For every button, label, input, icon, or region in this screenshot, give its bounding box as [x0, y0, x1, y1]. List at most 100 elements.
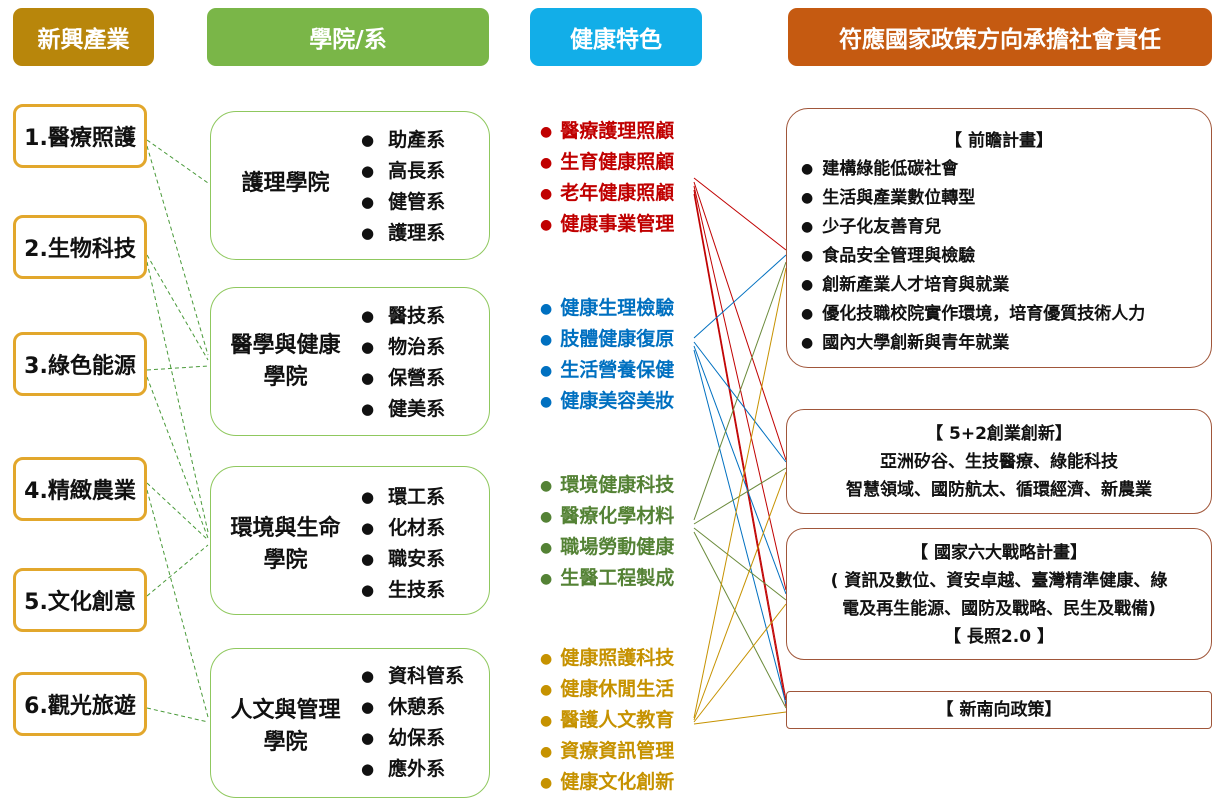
feature-item: 肢體健康復原: [540, 324, 674, 355]
feature-policy-link: [693, 189, 787, 701]
college-name: 環境與生命 學院: [223, 513, 348, 577]
policy-box-forward: 【 前瞻計畫】 建構綠能低碳社會 生活與產業數位轉型 少子化友善育兒 食品安全管…: [786, 108, 1212, 368]
policy-line: ( 資訊及數位、資安卓越、臺灣精準健康、綠: [830, 571, 1168, 591]
dept-item: 應外系: [361, 754, 464, 785]
dept-item: 生技系: [361, 575, 445, 606]
policy-title: 【 5+2創業創新】: [926, 424, 1072, 444]
industry-college-link: [146, 365, 209, 371]
dept-item: 環工系: [361, 482, 445, 513]
feature-item: 資療資訊管理: [540, 736, 674, 767]
industry-box-2: 2.生物科技: [13, 215, 147, 279]
industry-college-link: [146, 482, 209, 541]
feature-item: 醫療護理照顧: [540, 116, 674, 147]
policy-item: 優化技職校院實作環境，培育優質技術人力: [801, 300, 1211, 329]
industry-college-link: [146, 544, 209, 597]
policy-item: 創新產業人才培育與就業: [801, 271, 1211, 300]
dept-item: 健管系: [361, 187, 445, 218]
feature-group-blue: 健康生理檢驗 肢體健康復原 生活營養保健 健康美容美妝: [540, 293, 674, 417]
feature-policy-link: [693, 181, 787, 461]
feature-policy-link: [693, 185, 787, 591]
dept-list: 資科管系 休憩系 幼保系 應外系: [361, 661, 464, 785]
dept-list: 環工系 化材系 職安系 生技系: [361, 482, 445, 606]
dept-item: 保營系: [361, 363, 445, 394]
feature-item: 健康休閒生活: [540, 674, 674, 705]
policy-item: 生活與產業數位轉型: [801, 184, 1211, 213]
feature-group-red: 醫療護理照顧 生育健康照顧 老年健康照顧 健康事業管理: [540, 116, 674, 240]
feature-policy-link: [693, 341, 787, 463]
feature-group-gold: 健康照護科技 健康休閒生活 醫護人文教育 資療資訊管理 健康文化創新: [540, 643, 674, 798]
dept-item: 物治系: [361, 332, 445, 363]
feature-policy-link: [693, 193, 787, 707]
feature-item: 醫療化學材料: [540, 501, 674, 532]
feature-policy-link: [693, 471, 787, 721]
dept-item: 助產系: [361, 125, 445, 156]
industry-box-1: 1.醫療照護: [13, 104, 147, 168]
dept-item: 醫技系: [361, 301, 445, 332]
policy-item: 少子化友善育兒: [801, 213, 1211, 242]
dept-item: 幼保系: [361, 723, 464, 754]
feature-policy-link: [693, 254, 787, 339]
policy-title: 【 前瞻計畫】: [945, 131, 1053, 151]
industry-box-3: 3.綠色能源: [13, 332, 147, 396]
policy-list: 建構綠能低碳社會 生活與產業數位轉型 少子化友善育兒 食品安全管理與檢驗 創新產…: [787, 155, 1211, 358]
industry-box-5: 5.文化創意: [13, 568, 147, 632]
dept-item: 護理系: [361, 218, 445, 249]
feature-item: 生醫工程製成: [540, 563, 674, 594]
policy-item: 建構綠能低碳社會: [801, 155, 1211, 184]
policy-item: 食品安全管理與檢驗: [801, 242, 1211, 271]
industry-college-link: [146, 145, 209, 356]
college-name-line: 學院: [263, 548, 308, 573]
college-box-humanities-management: 人文與管理 學院 資科管系 休憩系 幼保系 應外系: [210, 648, 490, 798]
college-name-line: 學院: [263, 365, 308, 390]
college-box-medicine-health: 醫學與健康 學院 醫技系 物治系 保營系 健美系: [210, 287, 490, 436]
header-policy: 符應國家政策方向承擔社會責任: [788, 8, 1212, 66]
feature-policy-link: [693, 711, 787, 725]
feature-item: 健康事業管理: [540, 209, 674, 240]
policy-box-new-south: 【 新南向政策】: [786, 691, 1212, 729]
feature-policy-link: [693, 345, 787, 595]
college-name: 人文與管理 學院: [223, 695, 348, 759]
feature-policy-link: [693, 349, 787, 705]
dept-item: 健美系: [361, 394, 445, 425]
feature-policy-link: [693, 531, 787, 709]
feature-item: 生育健康照顧: [540, 147, 674, 178]
industry-college-link: [146, 261, 209, 533]
dept-item: 資科管系: [361, 661, 464, 692]
college-name: 護理學院: [241, 171, 330, 196]
college-name-line: 環境與生命: [230, 516, 341, 541]
policy-box-six-strategic: 【 國家六大戰略計畫】 ( 資訊及數位、資安卓越、臺灣精準健康、綠 電及再生能源…: [786, 528, 1212, 660]
industry-box-4: 4.精緻農業: [13, 457, 147, 521]
dept-item: 高長系: [361, 156, 445, 187]
feature-item: 老年健康照顧: [540, 178, 674, 209]
feature-item: 健康美容美妝: [540, 386, 674, 417]
dept-item: 休憩系: [361, 692, 464, 723]
feature-policy-link: [693, 261, 787, 521]
policy-line: 智慧領域、國防航太、循環經濟、新農業: [846, 480, 1152, 500]
dept-list: 醫技系 物治系 保營系 健美系: [361, 301, 445, 425]
feature-policy-link: [693, 527, 787, 601]
college-name: 醫學與健康 學院: [223, 330, 348, 394]
industry-box-6: 6.觀光旅遊: [13, 672, 147, 736]
feature-item: 醫護人文教育: [540, 705, 674, 736]
feature-policy-link: [693, 467, 787, 525]
header-industry: 新興產業: [13, 8, 154, 66]
policy-box-innovation: 【 5+2創業創新】 亞洲矽谷、生技醫療、綠能科技 智慧領域、國防航太、循環經濟…: [786, 409, 1212, 514]
feature-item: 職場勞動健康: [540, 532, 674, 563]
industry-college-link: [146, 139, 209, 184]
header-feature: 健康特色: [530, 8, 702, 66]
feature-item: 健康照護科技: [540, 643, 674, 674]
policy-line: 電及再生能源、國防及戰略、民生及戰備): [842, 599, 1156, 619]
policy-item: 國內大學創新與青年就業: [801, 329, 1211, 358]
feature-item: 健康文化創新: [540, 767, 674, 798]
feature-item: 健康生理檢驗: [540, 293, 674, 324]
dept-item: 職安系: [361, 544, 445, 575]
feature-policy-link: [693, 177, 787, 251]
industry-college-link: [146, 376, 209, 539]
policy-line: 亞洲矽谷、生技醫療、綠能科技: [880, 452, 1118, 472]
college-name-line: 人文與管理: [230, 698, 341, 723]
feature-policy-link: [693, 603, 787, 723]
industry-college-link: [146, 707, 209, 723]
feature-policy-link: [693, 267, 787, 719]
